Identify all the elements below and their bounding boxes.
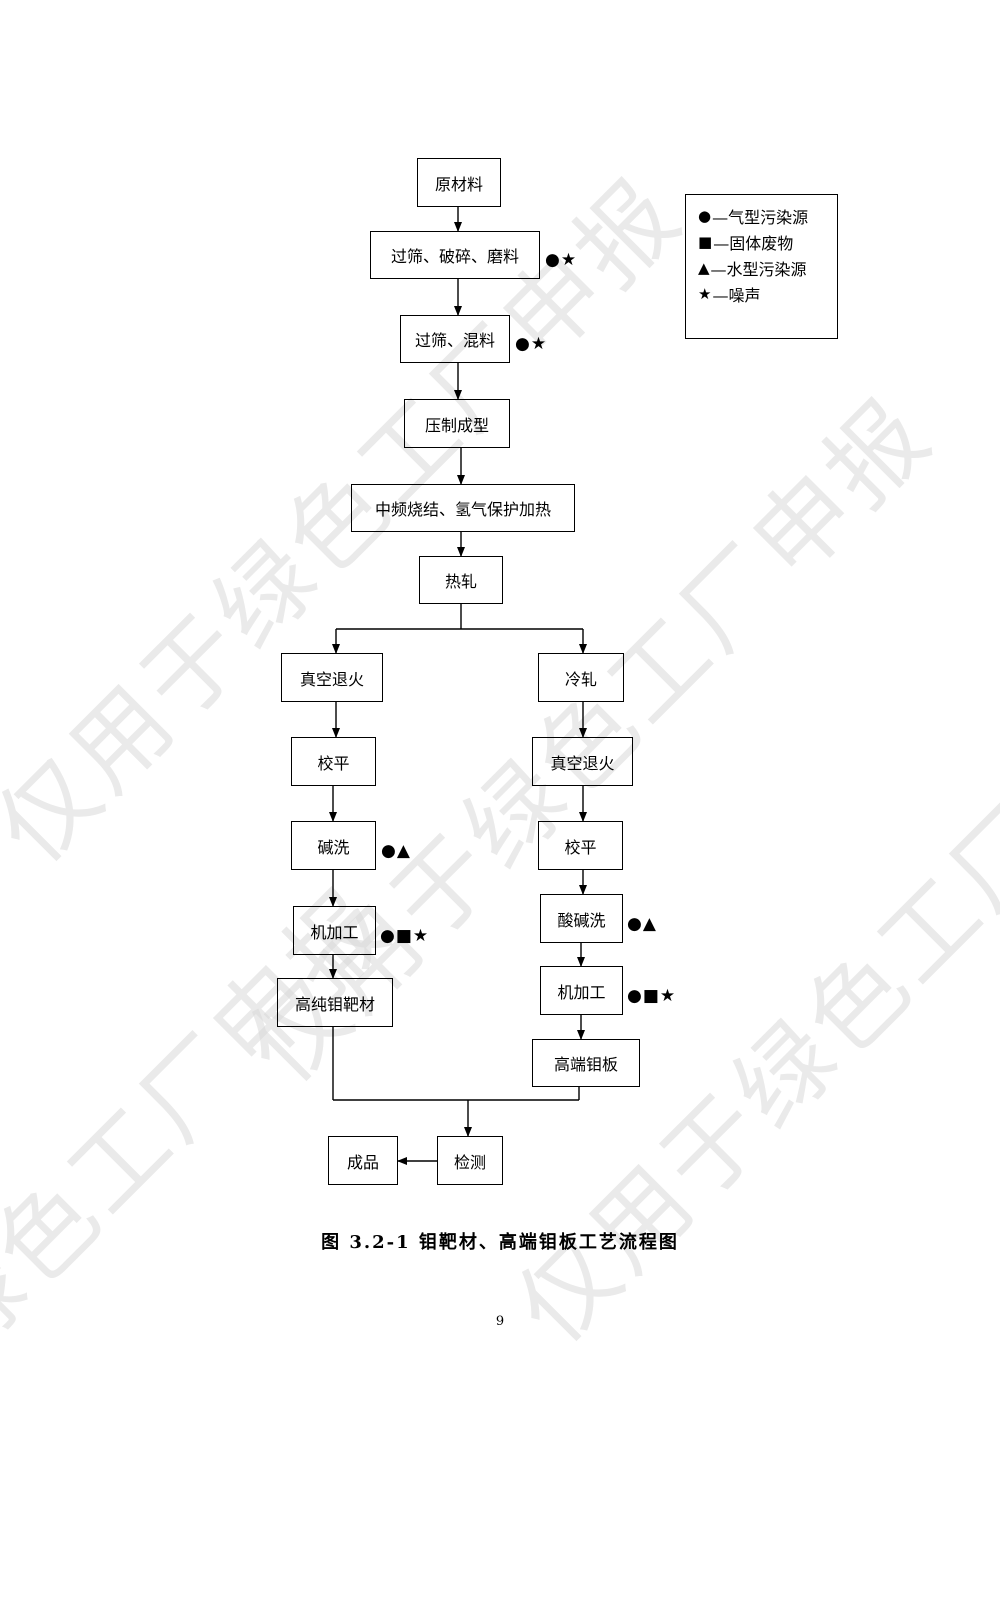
marks-acid-alkali-wash: ●▲ [627, 914, 657, 934]
node-left-vacuum-anneal: 真空退火 [281, 653, 383, 702]
node-right-machining: 机加工 [540, 966, 623, 1015]
marks-left-machining: ●■★ [380, 926, 430, 946]
node-press-forming: 压制成型 [404, 399, 510, 448]
node-finished-product: 成品 [328, 1136, 398, 1185]
legend-item: ▲ —水型污染源 [698, 255, 837, 281]
legend-item: ★ —噪声 [698, 281, 837, 307]
node-sintering: 中频烧结、氢气保护加热 [351, 484, 575, 532]
legend-item: ● —气型污染源 [698, 203, 837, 229]
node-hot-rolling: 热轧 [419, 556, 503, 604]
node-right-vacuum-anneal: 真空退火 [532, 737, 633, 786]
legend-label: —固体废物 [713, 234, 794, 253]
node-right-leveling: 校平 [538, 821, 623, 870]
marks-alkali-wash: ●▲ [381, 841, 411, 861]
node-high-end-plate: 高端钼板 [532, 1039, 640, 1087]
node-inspection: 检测 [437, 1136, 503, 1185]
legend-item: ■ —固体废物 [698, 229, 837, 255]
legend: ● —气型污染源 ■ —固体废物 ▲ —水型污染源 ★ —噪声 [685, 194, 838, 339]
node-high-purity-target: 高纯钼靶材 [277, 978, 393, 1027]
node-cold-rolling: 冷轧 [538, 653, 624, 702]
circle-icon: ● [698, 207, 712, 225]
page-number: 9 [495, 1314, 505, 1329]
node-acid-alkali-wash: 酸碱洗 [540, 894, 623, 943]
triangle-icon: ▲ [698, 259, 710, 277]
legend-label: —噪声 [712, 286, 761, 305]
legend-label: —水型污染源 [710, 260, 807, 279]
legend-label: —气型污染源 [712, 208, 809, 227]
figure-caption: 图 3.2-1 钼靶材、高端钼板工艺流程图 [321, 1232, 679, 1253]
marks-sieve-mix: ●★ [515, 334, 548, 354]
node-sieve-crush-grind: 过筛、破碎、磨料 [370, 231, 540, 279]
node-sieve-mix: 过筛、混料 [400, 315, 510, 363]
node-left-leveling: 校平 [291, 737, 376, 786]
marks-right-machining: ●■★ [627, 986, 677, 1006]
node-alkali-wash: 碱洗 [291, 821, 376, 870]
marks-sieve-crush-grind: ●★ [545, 250, 578, 270]
flow-connectors [329, 207, 587, 1165]
node-raw-material: 原材料 [417, 158, 501, 207]
node-left-machining: 机加工 [293, 906, 376, 955]
star-icon: ★ [698, 285, 712, 303]
square-icon: ■ [698, 233, 713, 251]
